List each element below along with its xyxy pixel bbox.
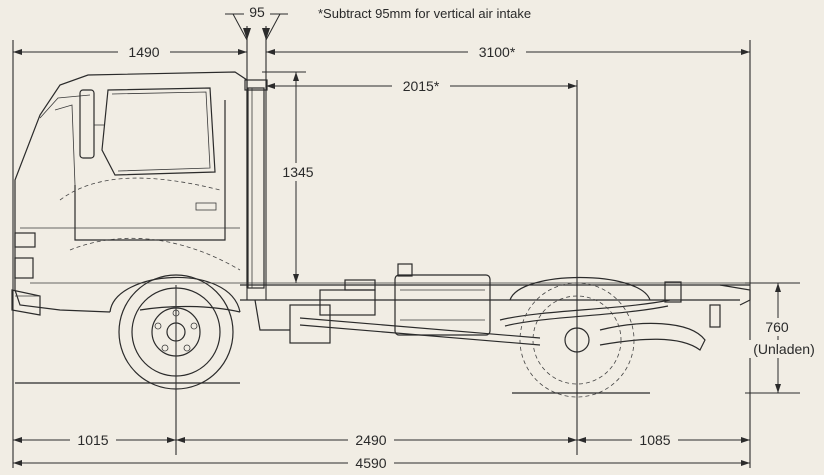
dim-cab-to-rear-axle: 2015* <box>403 78 440 94</box>
dim-intake-offset: 95 <box>249 4 265 20</box>
dim-wheelbase: 2490 <box>355 432 386 448</box>
dim-frame-height: 760 <box>765 319 789 335</box>
dim-cab-height: 1345 <box>282 164 313 180</box>
dim-front-overhang: 1015 <box>77 432 108 448</box>
intake-footnote: *Subtract 95mm for vertical air intake <box>318 6 531 21</box>
dim-rear-overhang: 1085 <box>639 432 670 448</box>
dimension-labels: *Subtract 95mm for vertical air intake 9… <box>70 4 824 471</box>
truck-illustration <box>11 71 751 398</box>
dim-frame-height-note: (Unladen) <box>753 341 814 357</box>
dim-overall-length: 4590 <box>355 455 386 471</box>
dim-front-to-cab: 1490 <box>128 44 159 60</box>
dim-cab-to-end: 3100* <box>479 44 516 60</box>
